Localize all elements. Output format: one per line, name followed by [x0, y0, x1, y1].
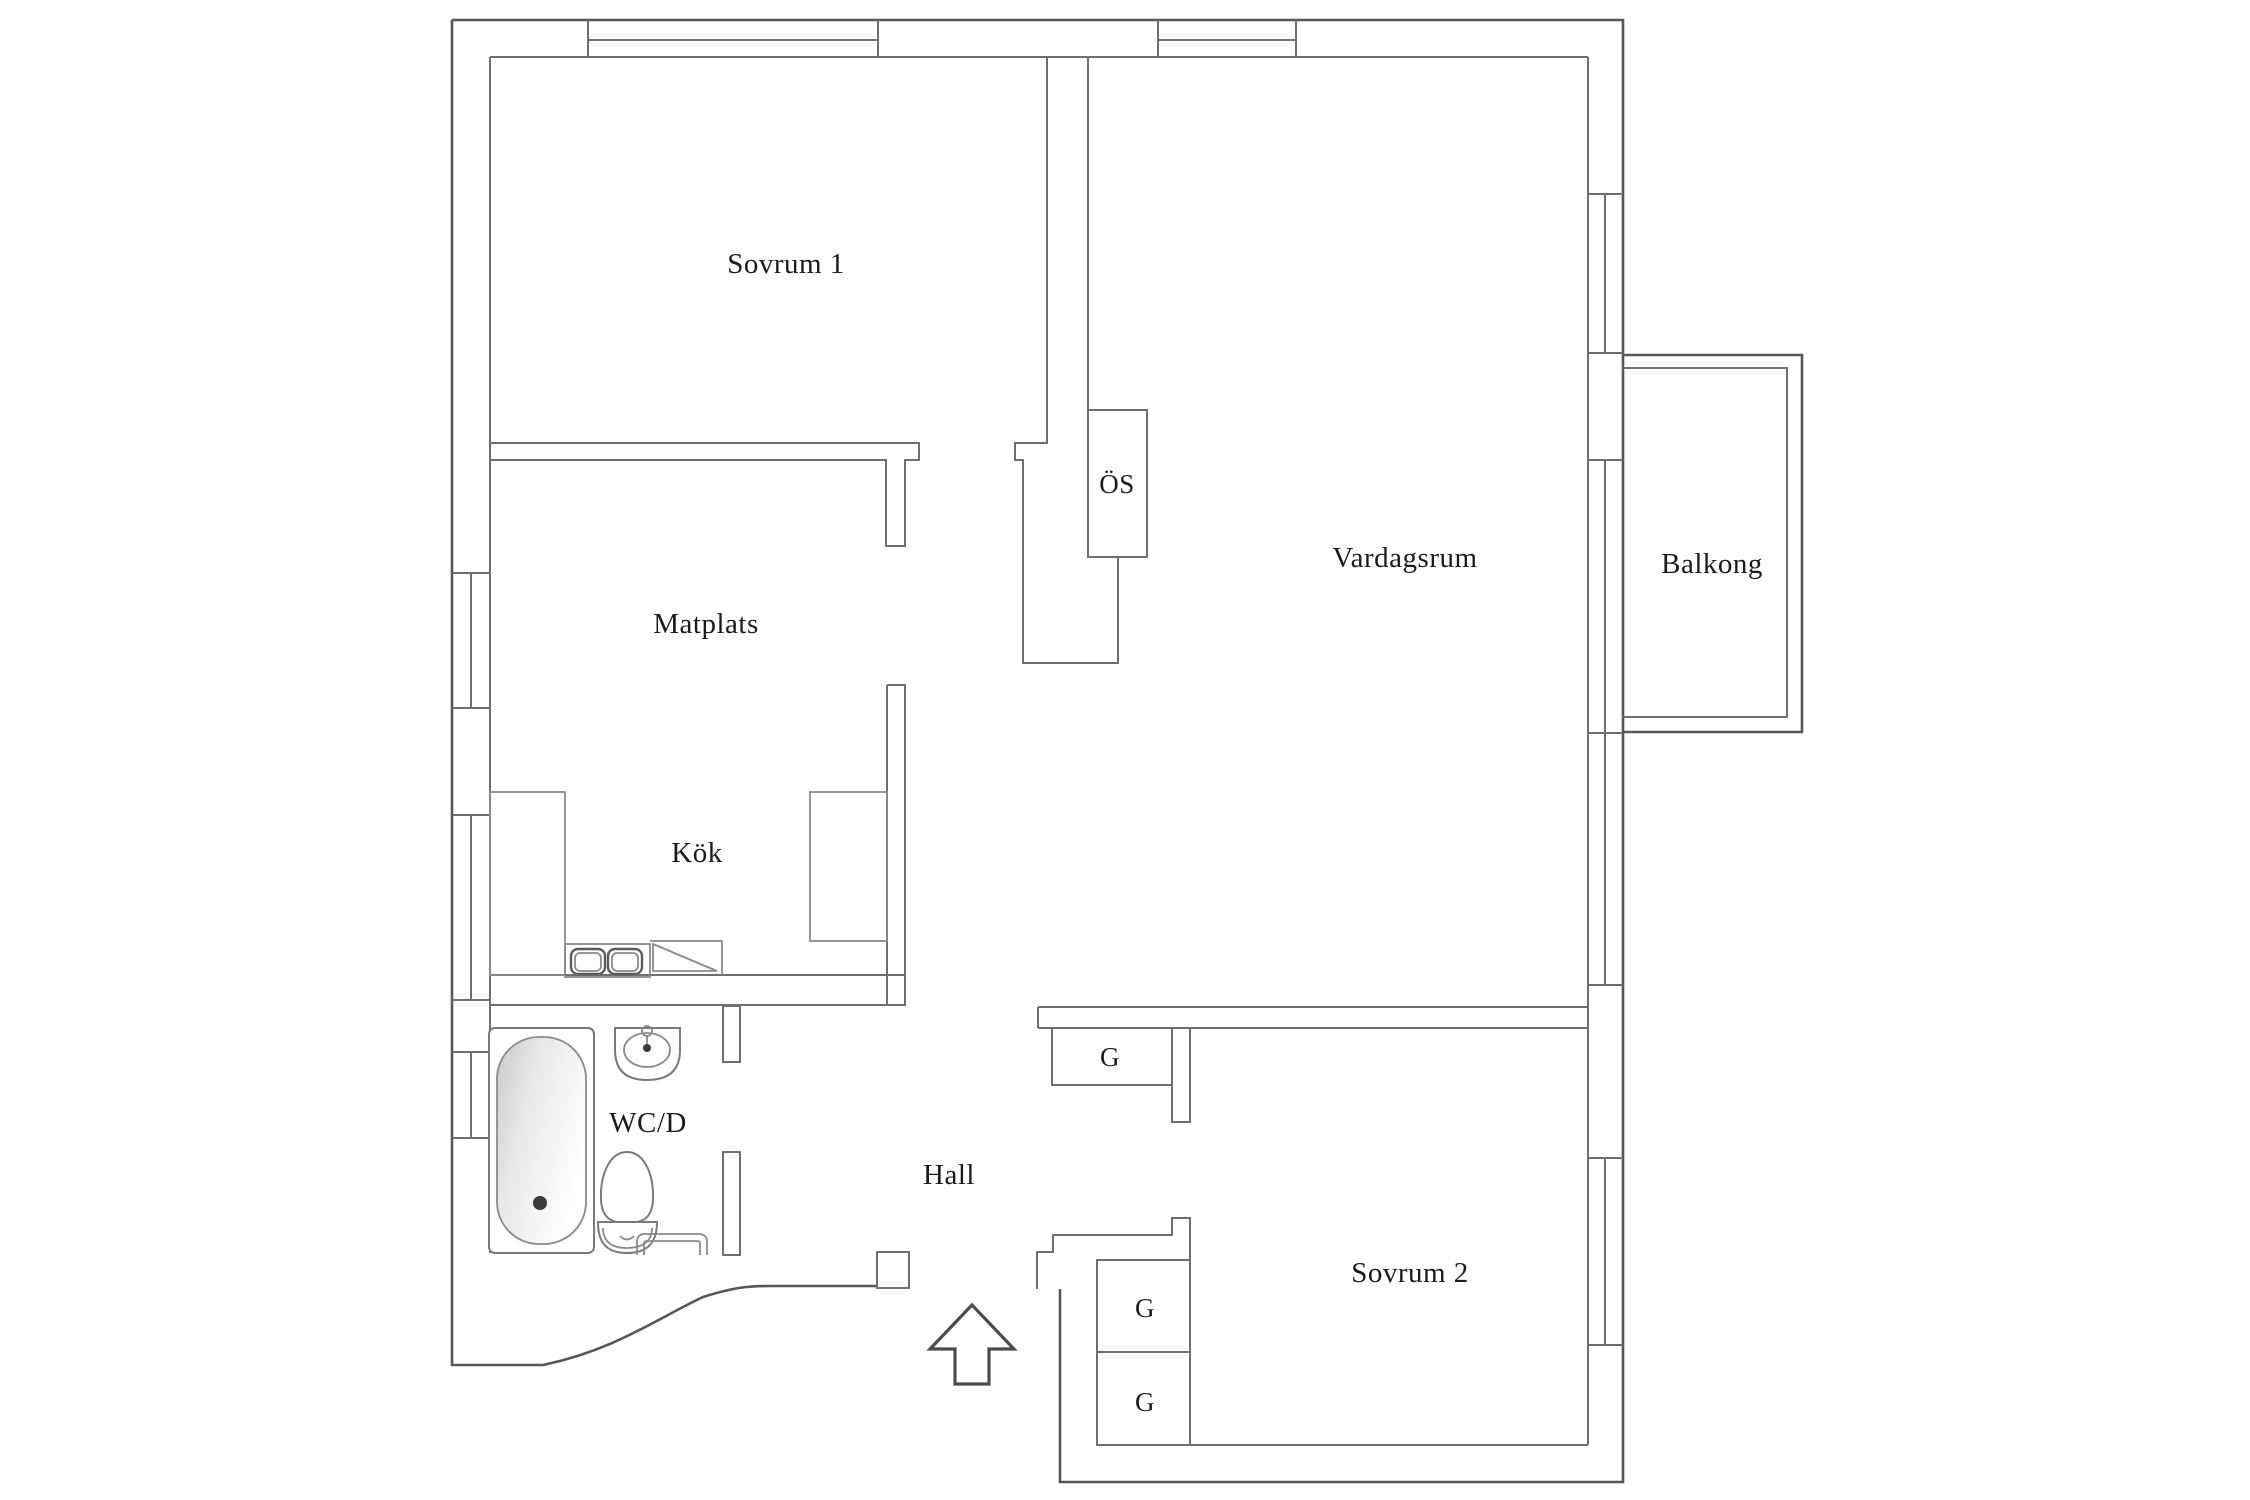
- room-label-wcd: WC/D: [609, 1107, 687, 1139]
- window-top-sovrum1: [587, 20, 879, 57]
- outer-walls: [450, 18, 1625, 1484]
- entrance-arrow-icon: [926, 1302, 1018, 1386]
- kitchen-sink-icon: [564, 943, 651, 978]
- window-top-vardagsrum: [1157, 20, 1297, 57]
- fireplace-shaft: [1087, 409, 1148, 558]
- window-right-upper: [1588, 193, 1623, 354]
- room-label-vardagsrum: Vardagsrum: [1332, 542, 1477, 574]
- room-label-kok: Kök: [671, 837, 722, 869]
- balcony-door-window: [1588, 459, 1623, 986]
- interior-walls: [490, 57, 1588, 1289]
- dishwasher-icon: [650, 940, 723, 975]
- window-left-wcd: [452, 1051, 490, 1139]
- balcony-outline: [1623, 353, 1804, 734]
- window-left-kok: [452, 814, 490, 1001]
- bathtub-icon: [488, 1027, 595, 1254]
- room-label-sovrum1: Sovrum 1: [727, 248, 845, 280]
- window-left-matplats: [452, 572, 490, 709]
- room-label-matplats: Matplats: [653, 608, 759, 640]
- kitchen-counter-right: [809, 791, 888, 942]
- room-labels: Sovrum 1 Matplats Kök ÖS Vardagsrum Balk…: [609, 248, 1763, 1417]
- room-label-hall: Hall: [923, 1159, 975, 1191]
- towel-rail-icon: [636, 1233, 708, 1255]
- closet-label-hall: G: [1100, 1042, 1120, 1072]
- room-label-sovrum2: Sovrum 2: [1351, 1257, 1469, 1289]
- toilet-icon: [596, 1150, 659, 1255]
- closet-hall: [1051, 1027, 1173, 1086]
- closet-label-sovrum2-b: G: [1135, 1387, 1155, 1417]
- closet-label-sovrum2-a: G: [1135, 1293, 1155, 1323]
- closets-sovrum2: [1096, 1259, 1191, 1446]
- kitchen-counter-left: [489, 791, 566, 976]
- room-label-os: ÖS: [1099, 469, 1135, 499]
- room-label-balkong: Balkong: [1661, 548, 1763, 580]
- washbasin-icon: [614, 1025, 681, 1082]
- window-right-sovrum2: [1588, 1157, 1623, 1346]
